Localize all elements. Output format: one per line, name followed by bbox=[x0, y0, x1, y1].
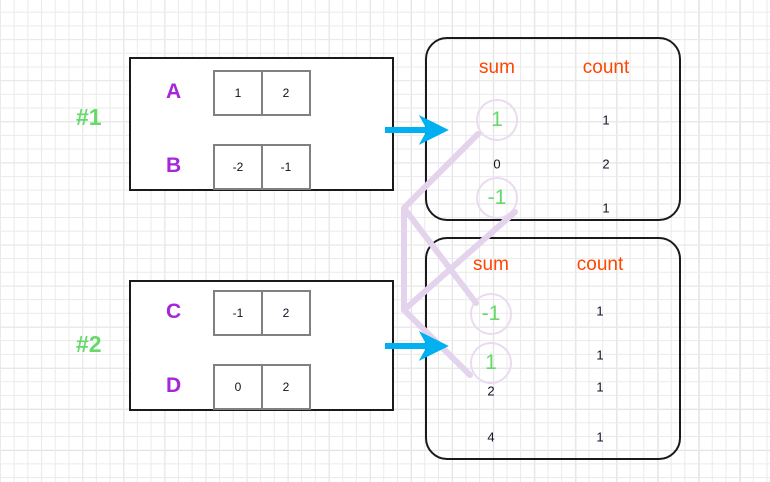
panel-1-count-row-0: 1 bbox=[602, 112, 610, 128]
cell-c-1: 2 bbox=[261, 290, 311, 336]
panel-1-sum-row-1: 0 bbox=[493, 156, 501, 172]
panel-2-sum-row-3: 4 bbox=[487, 429, 495, 445]
panel-1-header-sum: sum bbox=[479, 57, 515, 78]
panel-2-sum-row-1: 1 bbox=[485, 351, 497, 374]
cell-b-0: -2 bbox=[213, 144, 263, 190]
row-label-c: C bbox=[166, 300, 182, 323]
group-label-2: #2 bbox=[76, 331, 102, 357]
cell-a-1: 2 bbox=[261, 70, 311, 116]
panel-2-count-row-3: 1 bbox=[596, 429, 604, 445]
cellpair-a: 1 2 bbox=[213, 70, 311, 116]
cell-a-0: 1 bbox=[213, 70, 263, 116]
panel-1-highlight-circle-row-0 bbox=[476, 99, 518, 141]
panel-2-sum-row-0: -1 bbox=[481, 302, 501, 325]
row-label-d: D bbox=[166, 374, 182, 397]
panel-1-header-count: count bbox=[582, 57, 630, 78]
panel-1-sum-row-2: -1 bbox=[487, 186, 507, 209]
panel-2-sum-row-2: 2 bbox=[487, 383, 495, 399]
panel-2-count-row-0: 1 bbox=[596, 303, 604, 319]
panel-2-count-row-2: 1 bbox=[596, 379, 604, 395]
row-label-b: B bbox=[166, 154, 182, 177]
group-label-1: #1 bbox=[76, 104, 102, 130]
row-label-a: A bbox=[166, 80, 182, 103]
panel-2-header-sum: sum bbox=[473, 254, 509, 275]
cell-d-1: 2 bbox=[261, 364, 311, 410]
panel-1-sum-row-0: 1 bbox=[491, 108, 503, 131]
cell-c-0: -1 bbox=[213, 290, 263, 336]
cell-d-0: 0 bbox=[213, 364, 263, 410]
cell-b-1: -1 bbox=[261, 144, 311, 190]
panel-1-count-row-2: 1 bbox=[602, 200, 610, 216]
panel-2-count-row-1: 1 bbox=[596, 347, 604, 363]
aggregate-panel-2 bbox=[425, 237, 681, 460]
panel-1-count-row-1: 2 bbox=[602, 156, 610, 172]
cellpair-b: -2 -1 bbox=[213, 144, 311, 190]
aggregate-panel-1 bbox=[425, 37, 681, 221]
panel-2-header-count: count bbox=[576, 254, 624, 275]
cellpair-c: -1 2 bbox=[213, 290, 311, 336]
cellpair-d: 0 2 bbox=[213, 364, 311, 410]
